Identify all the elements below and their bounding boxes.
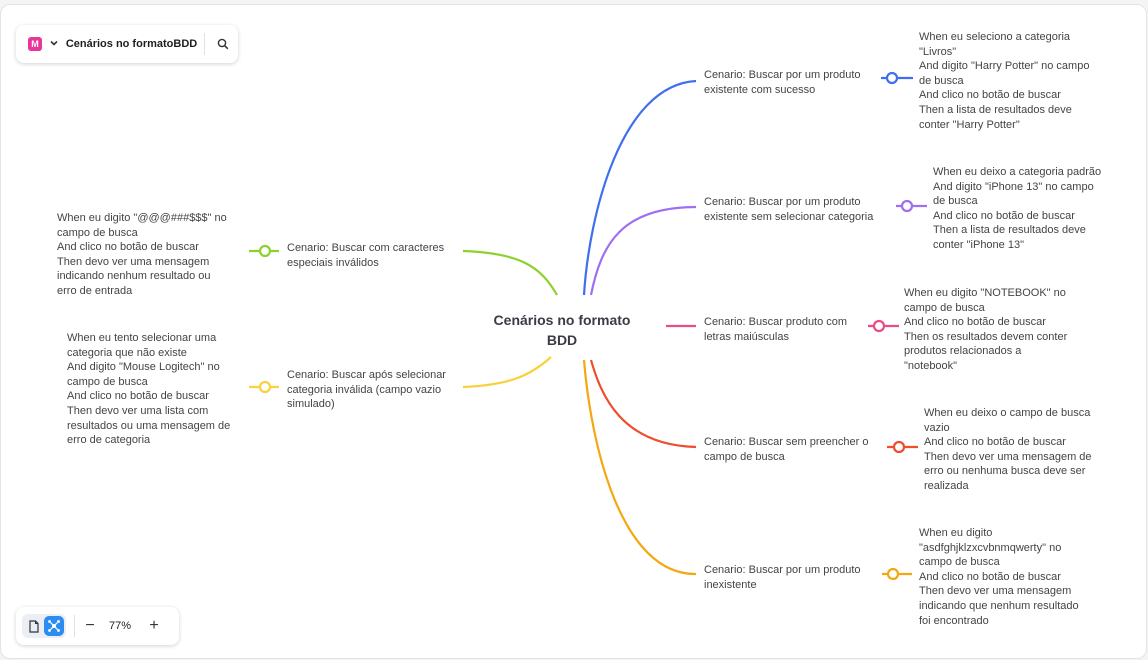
search-icon bbox=[217, 38, 229, 50]
document-title[interactable]: Cenários no formatoBDD bbox=[65, 38, 198, 50]
mindmap-view-button[interactable] bbox=[44, 616, 64, 636]
node-dot-4[interactable] bbox=[892, 440, 906, 454]
mindmap-icon bbox=[48, 620, 60, 632]
node-dot-6[interactable] bbox=[258, 244, 272, 258]
connector-branch-2 bbox=[589, 205, 697, 296]
branch-node-1[interactable]: Cenario: Buscar por um produto existente… bbox=[704, 69, 861, 96]
node-dot-2[interactable] bbox=[900, 199, 914, 213]
node-dot-7[interactable] bbox=[258, 380, 272, 394]
leaf-node-1[interactable]: When eu seleciono a categoria "Livros" A… bbox=[919, 31, 1090, 131]
zoom-divider bbox=[74, 615, 75, 637]
zoom-level: 77% bbox=[108, 620, 132, 632]
document-icon bbox=[29, 619, 39, 633]
search-button[interactable] bbox=[208, 29, 238, 59]
document-toolbar: M Cenários no formatoBDD bbox=[16, 25, 238, 63]
leaf-node-3[interactable]: When eu digito "NOTEBOOK" no campo de bu… bbox=[904, 287, 1068, 372]
zoom-in-button[interactable]: + bbox=[149, 617, 159, 634]
connector-branch-6 bbox=[462, 249, 558, 296]
leaf-node-4[interactable]: When eu deixo o campo de busca vazio And… bbox=[924, 407, 1092, 492]
node-dot-3[interactable] bbox=[872, 319, 886, 333]
branch-node-7[interactable]: Cenario: Buscar após selecionar categori… bbox=[287, 369, 446, 411]
branch-node-6[interactable]: Cenario: Buscar com caracteres especiais… bbox=[287, 242, 445, 269]
branch-node-3[interactable]: Cenario: Buscar produto com letras maiús… bbox=[704, 316, 848, 343]
connector-branch-7 bbox=[462, 356, 552, 389]
mindmap-canvas[interactable]: Cenários no formato BDD Cenario: Buscar … bbox=[0, 4, 1147, 659]
mindmap-connectors bbox=[249, 71, 927, 581]
mindmap-root-node[interactable]: Cenários no formato BDD bbox=[493, 312, 631, 348]
branch-node-5[interactable]: Cenario: Buscar por um produto inexisten… bbox=[704, 564, 861, 591]
app-logo-icon[interactable]: M bbox=[28, 37, 42, 51]
leaf-node-2[interactable]: When eu deixo a categoria padrão And dig… bbox=[933, 166, 1102, 251]
toolbar-divider bbox=[204, 33, 206, 55]
connector-branch-5 bbox=[582, 359, 697, 576]
leaf-node-7[interactable]: When eu tento selecionar uma categoria q… bbox=[67, 332, 231, 447]
view-mode-switch bbox=[22, 614, 66, 638]
document-view-button[interactable] bbox=[24, 616, 44, 636]
zoom-toolbar: − 77% + bbox=[16, 607, 179, 645]
leaf-node-5[interactable]: When eu digito "asdfghjklzxcvbnmqwerty" … bbox=[919, 527, 1079, 627]
zoom-out-button[interactable]: − bbox=[85, 617, 95, 634]
node-dot-5[interactable] bbox=[886, 567, 900, 581]
connector-branch-4 bbox=[589, 359, 697, 449]
branch-node-4[interactable]: Cenario: Buscar sem preencher o campo de… bbox=[704, 436, 869, 463]
leaf-node-6[interactable]: When eu digito "@@@###$$$" no campo de b… bbox=[57, 212, 227, 297]
chevron-down-icon[interactable] bbox=[47, 38, 61, 51]
branch-node-2[interactable]: Cenario: Buscar por um produto existente… bbox=[704, 196, 874, 223]
node-dot-1[interactable] bbox=[885, 71, 899, 85]
connector-branch-1 bbox=[582, 79, 697, 296]
